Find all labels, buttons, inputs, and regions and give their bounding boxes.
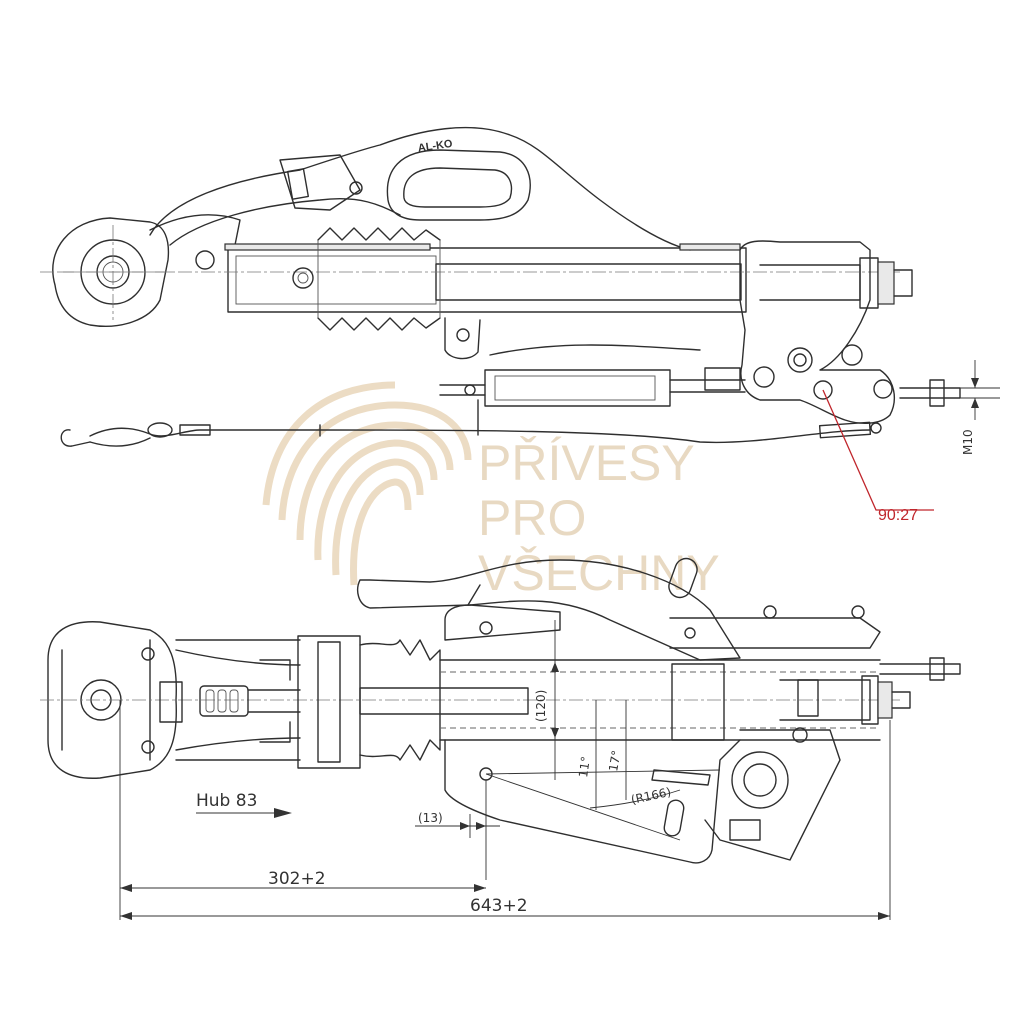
brand-mark: AL-KO bbox=[417, 138, 454, 155]
breakaway-cable bbox=[60, 421, 882, 447]
coupling-handle: AL-KO bbox=[149, 126, 691, 251]
hitch-mechanism-plan bbox=[159, 659, 301, 743]
plan-view: (120) 11° 17° (R166) (13) Hub 83 bbox=[40, 557, 961, 920]
drawbar-plan bbox=[297, 635, 881, 769]
thread-label: M10 bbox=[961, 429, 975, 455]
watermark: PŘÍVESY PRO VŠECHNY bbox=[262, 381, 720, 601]
callout-label: 90:27 bbox=[878, 507, 918, 524]
stroke-label: Hub 83 bbox=[196, 791, 257, 811]
radius-dim: (R166) bbox=[630, 785, 673, 807]
rear-mechanism-plan bbox=[704, 657, 961, 861]
side-plate bbox=[444, 604, 741, 864]
watermark-line-1: PŘÍVESY bbox=[478, 435, 695, 491]
dim-643: 643+2 bbox=[470, 896, 528, 916]
shock-absorber bbox=[439, 317, 746, 436]
drawbar-tube bbox=[40, 243, 900, 313]
angle-17: 17° bbox=[606, 749, 623, 772]
callout: 90:27 bbox=[822, 389, 934, 524]
watermark-line-3: VŠECHNY bbox=[478, 545, 720, 601]
rear-bracket bbox=[739, 240, 961, 424]
coupling-head-plan bbox=[40, 621, 900, 779]
handle-plan bbox=[357, 557, 881, 661]
bellows-boot bbox=[317, 227, 441, 331]
plan-dimensions: (120) 11° 17° (R166) (13) Hub 83 bbox=[119, 620, 891, 920]
coupling-head bbox=[52, 214, 241, 327]
watermark-swirl-logo bbox=[262, 381, 472, 586]
dim-13: (13) bbox=[418, 811, 443, 825]
angle-11: 11° bbox=[576, 755, 593, 778]
side-view: AL-KO bbox=[40, 126, 1000, 524]
dim-302: 302+2 bbox=[268, 869, 326, 889]
watermark-line-2: PRO bbox=[478, 490, 586, 546]
thread-dimension: M10 bbox=[960, 360, 1000, 455]
dim-120: (120) bbox=[534, 690, 548, 722]
